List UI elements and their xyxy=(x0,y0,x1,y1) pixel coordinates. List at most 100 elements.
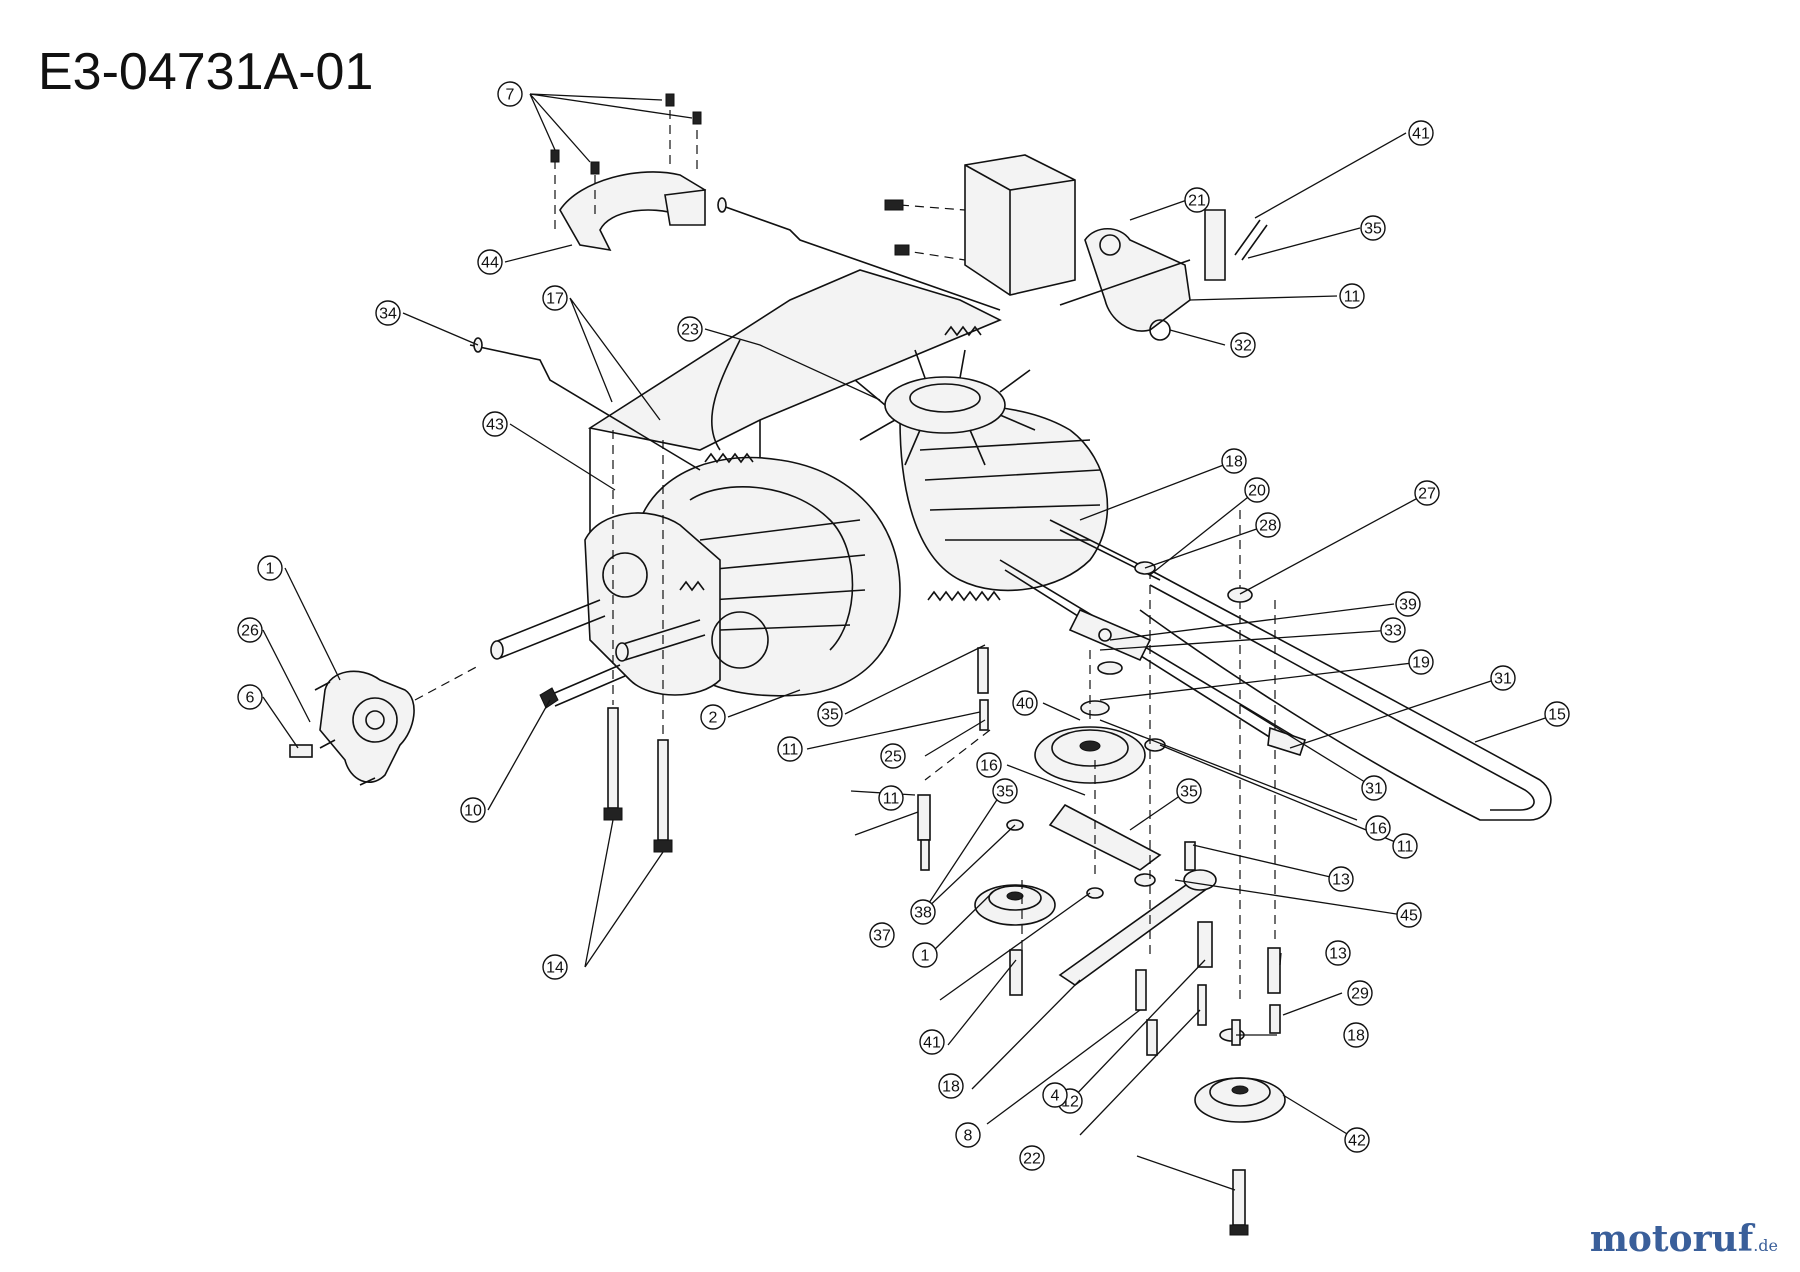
callout-label: 1 xyxy=(266,561,275,578)
watermark-main: motoruf xyxy=(1589,1218,1754,1260)
transaxle-housing xyxy=(469,197,1109,697)
callout-label: 7 xyxy=(506,87,515,104)
callout-18: 18 xyxy=(938,1073,964,1099)
callout-11: 11 xyxy=(878,785,904,811)
callout-31: 31 xyxy=(1361,775,1387,801)
long-bolts xyxy=(603,430,673,853)
callout-label: 6 xyxy=(246,690,255,707)
callout-40: 40 xyxy=(1012,690,1038,716)
callout-1: 1 xyxy=(912,942,938,968)
callout-label: 26 xyxy=(241,623,259,640)
callout-label: 1 xyxy=(921,948,930,965)
callout-42: 42 xyxy=(1344,1127,1370,1153)
callout-35: 35 xyxy=(1176,778,1202,804)
pulleys xyxy=(974,700,1286,1123)
callout-4: 4 xyxy=(1042,1082,1068,1108)
callout-label: 21 xyxy=(1188,193,1206,210)
callout-44: 44 xyxy=(477,249,503,275)
callout-label: 34 xyxy=(379,306,397,323)
callout-13: 13 xyxy=(1325,940,1351,966)
callout-label: 18 xyxy=(942,1079,960,1096)
callout-label: 11 xyxy=(1397,839,1414,856)
callout-label: 31 xyxy=(1494,671,1512,688)
callout-label: 4 xyxy=(1051,1088,1060,1105)
callout-15: 15 xyxy=(1544,701,1570,727)
callout-37: 37 xyxy=(869,922,895,948)
callout-label: 29 xyxy=(1351,986,1369,1003)
callout-28: 28 xyxy=(1255,512,1281,538)
callout-label: 13 xyxy=(1332,872,1350,889)
callout-label: 44 xyxy=(481,255,499,272)
callout-label: 41 xyxy=(923,1035,941,1052)
callout-43: 43 xyxy=(482,411,508,437)
callout-label: 38 xyxy=(914,905,932,922)
callout-label: 8 xyxy=(964,1128,973,1145)
callout-label: 35 xyxy=(1364,221,1382,238)
callout-35: 35 xyxy=(817,701,843,727)
callout-14: 14 xyxy=(542,954,568,980)
belt-and-rods xyxy=(999,519,1552,821)
callout-35: 35 xyxy=(1360,215,1386,241)
callout-32: 32 xyxy=(1230,332,1256,358)
callout-label: 16 xyxy=(980,758,998,775)
callout-label: 42 xyxy=(1348,1133,1366,1150)
callout-8: 8 xyxy=(955,1122,981,1148)
callout-10: 10 xyxy=(460,797,486,823)
callout-34: 34 xyxy=(375,300,401,326)
callout-label: 11 xyxy=(1344,289,1361,306)
callout-1: 1 xyxy=(257,555,283,581)
callout-label: 41 xyxy=(1412,126,1430,143)
callout-label: 22 xyxy=(1023,1151,1041,1168)
callout-41: 41 xyxy=(1408,120,1434,146)
callout-label: 32 xyxy=(1234,338,1252,355)
callout-16: 16 xyxy=(976,752,1002,778)
callout-label: 35 xyxy=(996,784,1014,801)
callout-13: 13 xyxy=(1328,866,1354,892)
watermark-suffix: .de xyxy=(1753,1236,1778,1255)
callout-label: 11 xyxy=(883,791,900,808)
callout-label: 20 xyxy=(1248,483,1266,500)
callout-label: 18 xyxy=(1347,1028,1365,1045)
callout-29: 29 xyxy=(1347,980,1373,1006)
idler-arm xyxy=(1048,803,1217,986)
callout-label: 19 xyxy=(1412,655,1430,672)
callout-17: 17 xyxy=(542,285,568,311)
callout-41: 41 xyxy=(919,1029,945,1055)
callout-22: 22 xyxy=(1019,1145,1045,1171)
callout-16: 16 xyxy=(1365,815,1391,841)
callout-21: 21 xyxy=(1184,187,1210,213)
callout-7: 7 xyxy=(497,81,523,107)
callout-label: 10 xyxy=(464,803,482,820)
callout-2: 2 xyxy=(700,704,726,730)
callout-20: 20 xyxy=(1244,477,1270,503)
pins-spacers xyxy=(917,647,1281,1236)
callout-38: 38 xyxy=(910,899,936,925)
callout-11: 11 xyxy=(1392,833,1418,859)
callout-label: 15 xyxy=(1548,707,1566,724)
callout-23: 23 xyxy=(677,316,703,342)
leader-lines xyxy=(262,93,1558,1191)
callout-label: 27 xyxy=(1418,486,1436,503)
wheel-hub xyxy=(289,664,481,786)
callout-25: 25 xyxy=(880,743,906,769)
callout-18: 18 xyxy=(1221,448,1247,474)
callout-label: 45 xyxy=(1400,908,1418,925)
callout-label: 2 xyxy=(709,710,718,727)
callout-label: 35 xyxy=(1180,784,1198,801)
callout-label: 14 xyxy=(546,960,564,977)
callout-label: 16 xyxy=(1369,821,1387,838)
callout-11: 11 xyxy=(777,736,803,762)
right-bracket xyxy=(1059,209,1268,341)
callout-18: 18 xyxy=(1343,1022,1369,1048)
callout-26: 26 xyxy=(237,617,263,643)
diagram-title: E3-04731A-01 xyxy=(38,43,374,101)
callout-label: 13 xyxy=(1329,946,1347,963)
callout-label: 11 xyxy=(782,742,799,759)
callout-label: 28 xyxy=(1259,518,1277,535)
callout-27: 27 xyxy=(1414,480,1440,506)
callout-label: 37 xyxy=(873,928,891,945)
callout-35: 35 xyxy=(992,778,1018,804)
callout-6: 6 xyxy=(237,684,263,710)
callout-11: 11 xyxy=(1339,283,1365,309)
